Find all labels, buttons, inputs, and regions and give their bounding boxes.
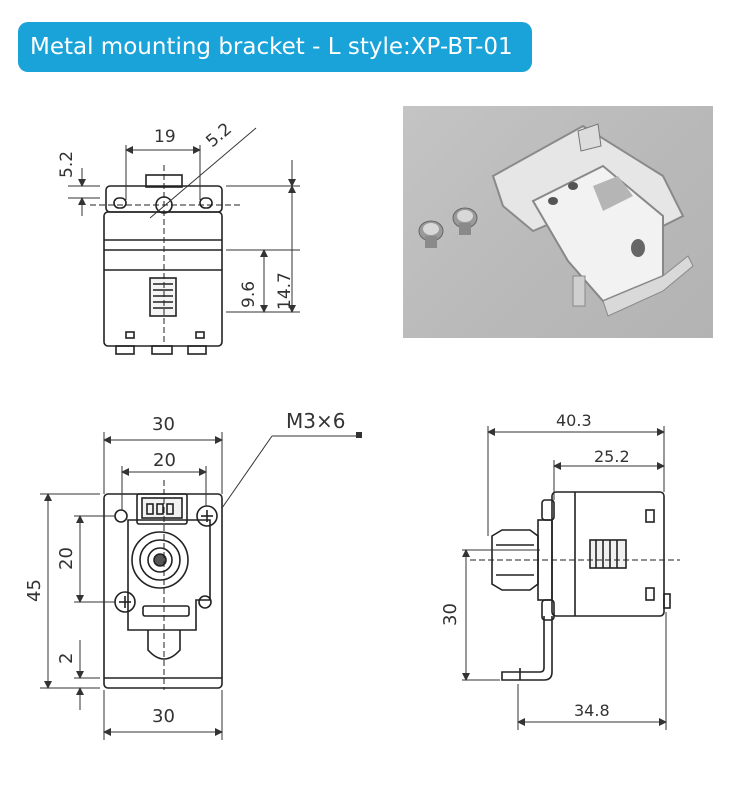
dim-9-6: 9.6	[239, 281, 259, 308]
dim-height-45: 45	[24, 579, 45, 602]
front-view	[103, 480, 223, 690]
side-view	[470, 491, 680, 681]
callout-marker	[356, 432, 362, 438]
top-view	[90, 165, 240, 355]
dim-bottom-width-30: 30	[152, 706, 175, 727]
dim-height-5-2: 5.2	[57, 151, 77, 178]
dim-inner-width-20: 20	[153, 450, 176, 471]
dim-2: 2	[56, 653, 77, 664]
dim-width-19: 19	[154, 127, 176, 147]
dim-40-3: 40.3	[556, 411, 592, 430]
screw-icon	[418, 220, 444, 248]
dim-14-7: 14.7	[275, 272, 295, 310]
product-photo	[403, 106, 713, 338]
side-view-dimensions	[462, 426, 667, 730]
dim-outer-width-30: 30	[152, 414, 175, 435]
page-title: Metal mounting bracket - L style:XP-BT-0…	[18, 22, 532, 72]
dim-25-2: 25.2	[594, 447, 630, 466]
dim-34-8: 34.8	[574, 701, 610, 720]
front-view-dimensions	[40, 432, 360, 740]
screw-icon	[452, 207, 478, 235]
dim-20: 20	[56, 547, 77, 570]
dim-hole-5-2: 5.2	[202, 119, 236, 152]
bracket-photo-illustration	[418, 123, 694, 317]
screw-callout: M3×6	[286, 409, 345, 433]
dim-30-side: 30	[440, 603, 461, 626]
bracket-icon	[491, 123, 694, 317]
top-view-dimensions	[68, 127, 300, 313]
